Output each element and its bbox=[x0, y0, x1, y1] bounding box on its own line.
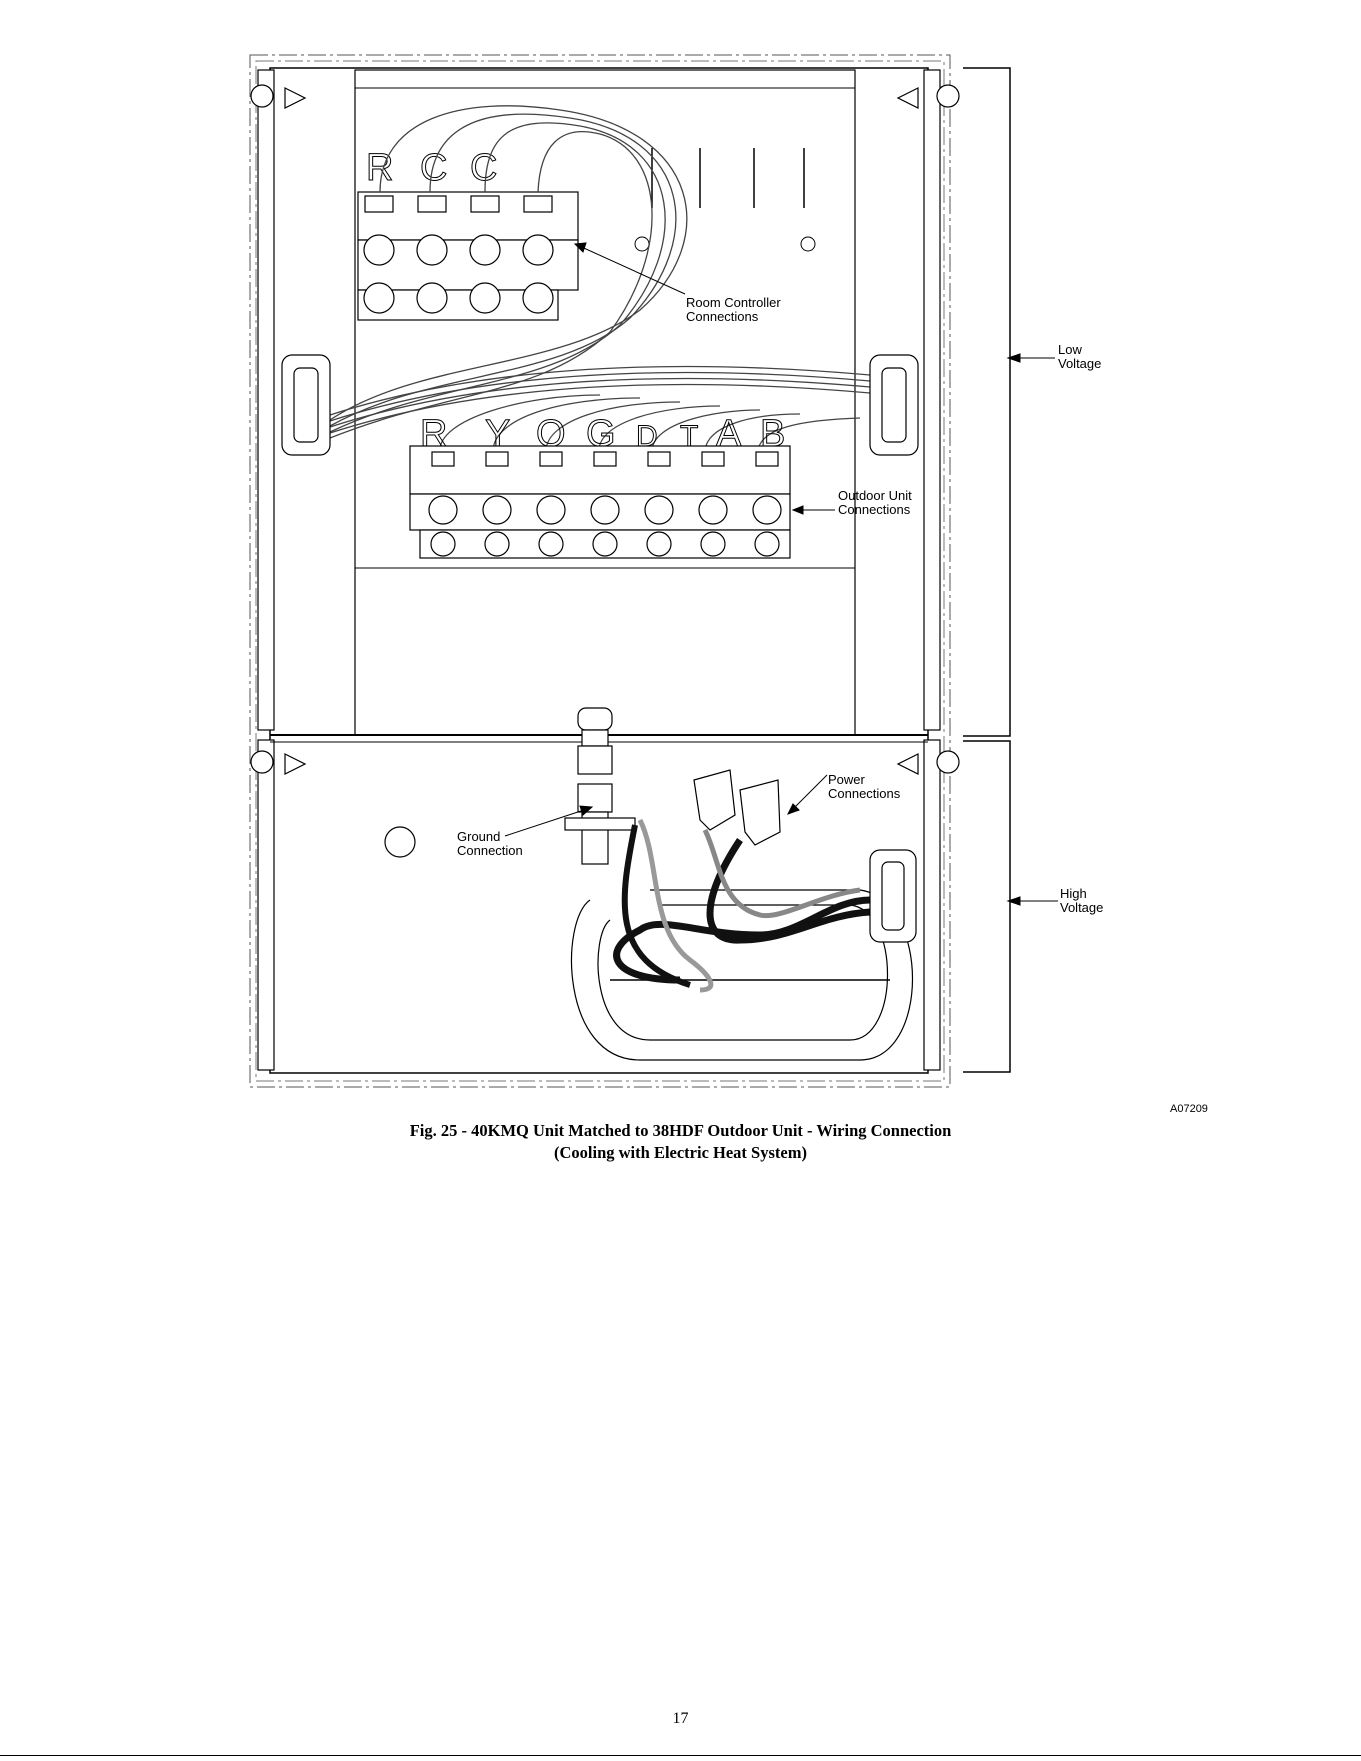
ground-connection-label: Ground Connection bbox=[457, 830, 523, 858]
high-voltage-label: High Voltage bbox=[1060, 887, 1103, 915]
room-controller-label: Room Controller Connections bbox=[686, 296, 781, 324]
terminal-letter-c2: C bbox=[470, 147, 497, 189]
figure-id: A07209 bbox=[1170, 1103, 1208, 1115]
outdoor-unit-label: Outdoor Unit Connections bbox=[838, 489, 912, 517]
terminal-letter-c1: C bbox=[420, 147, 447, 189]
low-voltage-label: Low Voltage bbox=[1058, 343, 1101, 371]
caption-line-1: Fig. 25 - 40KMQ Unit Matched to 38HDF Ou… bbox=[0, 1120, 1361, 1142]
figure-caption: Fig. 25 - 40KMQ Unit Matched to 38HDF Ou… bbox=[0, 1120, 1361, 1164]
room-controller-terminal-strip bbox=[358, 192, 578, 320]
bottom-rule bbox=[0, 1755, 1361, 1756]
power-connections-label: Power Connections bbox=[828, 773, 900, 801]
voltage-bracket bbox=[963, 68, 1010, 1072]
page-number: 17 bbox=[0, 1710, 1361, 1728]
outdoor-unit-terminal-strip bbox=[410, 446, 790, 558]
caption-line-2: (Cooling with Electric Heat System) bbox=[0, 1142, 1361, 1164]
